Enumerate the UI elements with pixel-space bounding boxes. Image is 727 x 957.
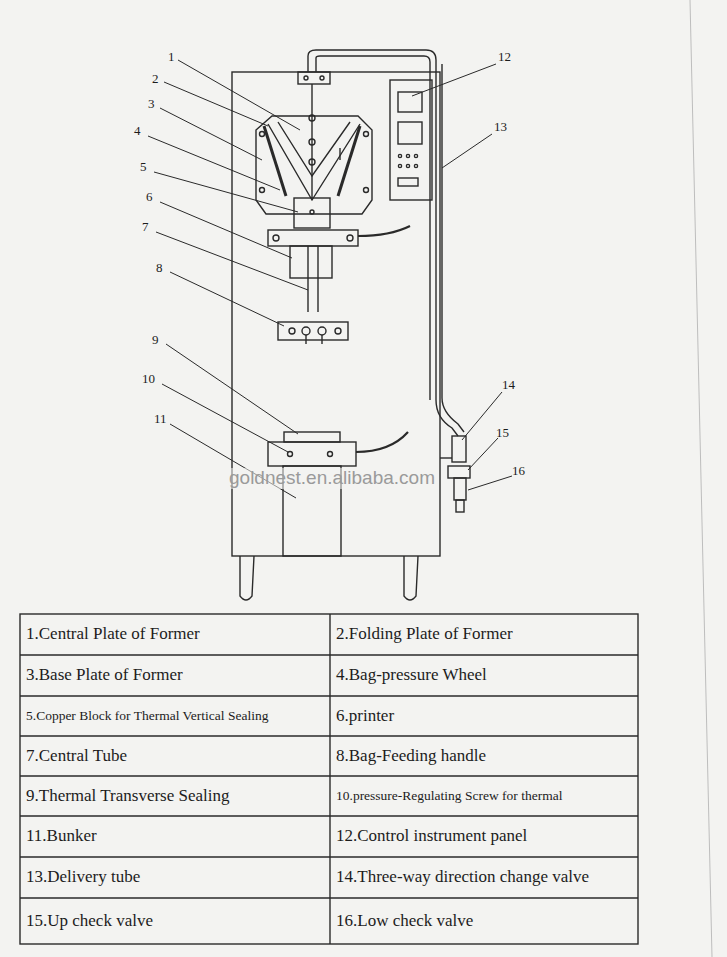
table-cell: 10.pressure-Regulating Screw for thermal <box>336 789 562 804</box>
callout-number: 9 <box>152 333 159 347</box>
table-cell: 3.Base Plate of Former <box>26 666 183 685</box>
callout-number: 6 <box>146 190 153 204</box>
watermark: goldnest.en.alibaba.com <box>228 468 436 489</box>
table-cell: 7.Central Tube <box>26 747 127 766</box>
table-cell: 14.Three-way direction change valve <box>336 868 589 887</box>
callout-number: 2 <box>152 72 159 86</box>
table-cell: 1.Central Plate of Former <box>26 625 200 644</box>
callout-number: 8 <box>156 261 163 275</box>
callout-number: 7 <box>142 220 149 234</box>
table-cell: 16.Low check valve <box>336 912 473 931</box>
callout-number: 5 <box>140 160 147 174</box>
callout-number: 14 <box>502 378 515 392</box>
callout-number: 4 <box>134 124 141 138</box>
callout-number: 1 <box>168 50 175 64</box>
table-cell: 2.Folding Plate of Former <box>336 625 513 644</box>
callout-number: 15 <box>496 426 509 440</box>
table-cell: 9.Thermal Transverse Sealing <box>26 787 230 806</box>
table-cell: 15.Up check valve <box>26 912 153 931</box>
callout-number: 13 <box>494 120 507 134</box>
table-cell: 11.Bunker <box>26 827 97 846</box>
callout-number: 3 <box>148 97 155 111</box>
table-cell: 13.Delivery tube <box>26 868 140 887</box>
callout-number: 11 <box>154 412 167 426</box>
callout-number: 16 <box>512 464 525 478</box>
table-cell: 5.Copper Block for Thermal Vertical Seal… <box>26 709 268 724</box>
callout-number: 10 <box>142 372 155 386</box>
callout-number: 12 <box>498 50 511 64</box>
table-cell: 12.Control instrument panel <box>336 827 527 846</box>
table-cell: 4.Bag-pressure Wheel <box>336 666 487 685</box>
table-cell: 8.Bag-Feeding handle <box>336 747 486 766</box>
table-cell: 6.printer <box>336 707 394 726</box>
